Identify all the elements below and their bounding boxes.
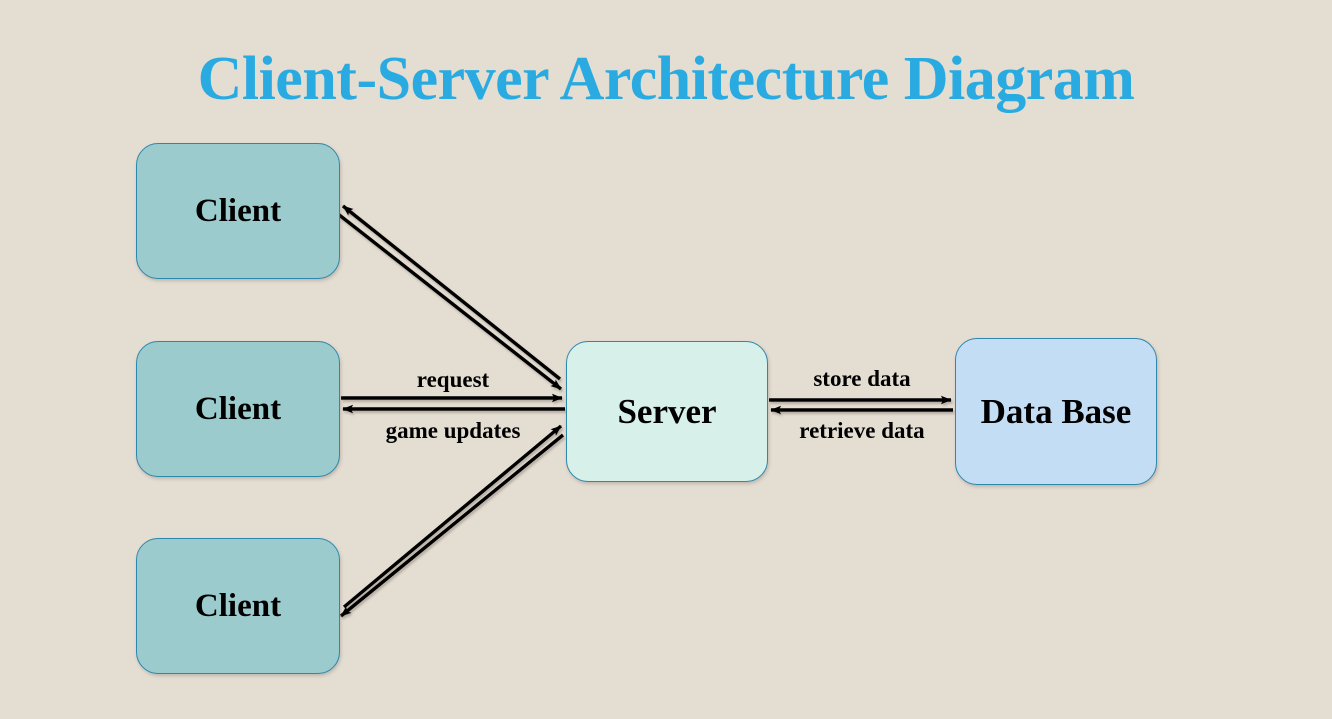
node-database-label: Data Base — [980, 391, 1132, 431]
node-server[interactable]: Server — [566, 341, 768, 482]
edge-server-to-client1 — [341, 204, 562, 381]
edge-label-retrieve-data: retrieve data — [799, 418, 925, 443]
edge-label-request: request — [416, 367, 490, 392]
edge-server-to-client3 — [339, 433, 565, 618]
edge-label-game-updates: game updates — [385, 418, 521, 443]
edge-label-store-data: store data — [813, 366, 911, 391]
node-database[interactable]: Data Base — [955, 338, 1157, 485]
node-server-label: Server — [617, 391, 717, 431]
node-client-3-label: Client — [194, 587, 282, 624]
edge-client3-to-server — [342, 424, 563, 609]
node-client-1[interactable]: Client — [136, 143, 340, 279]
node-client-1-label: Client — [194, 192, 282, 229]
node-client-3[interactable]: Client — [136, 538, 340, 674]
node-client-2-label: Client — [194, 390, 282, 427]
node-client-2[interactable]: Client — [136, 341, 340, 477]
page-title: Client-Server Architecture Diagram — [197, 45, 1135, 113]
edge-client1-to-server — [336, 212, 563, 391]
